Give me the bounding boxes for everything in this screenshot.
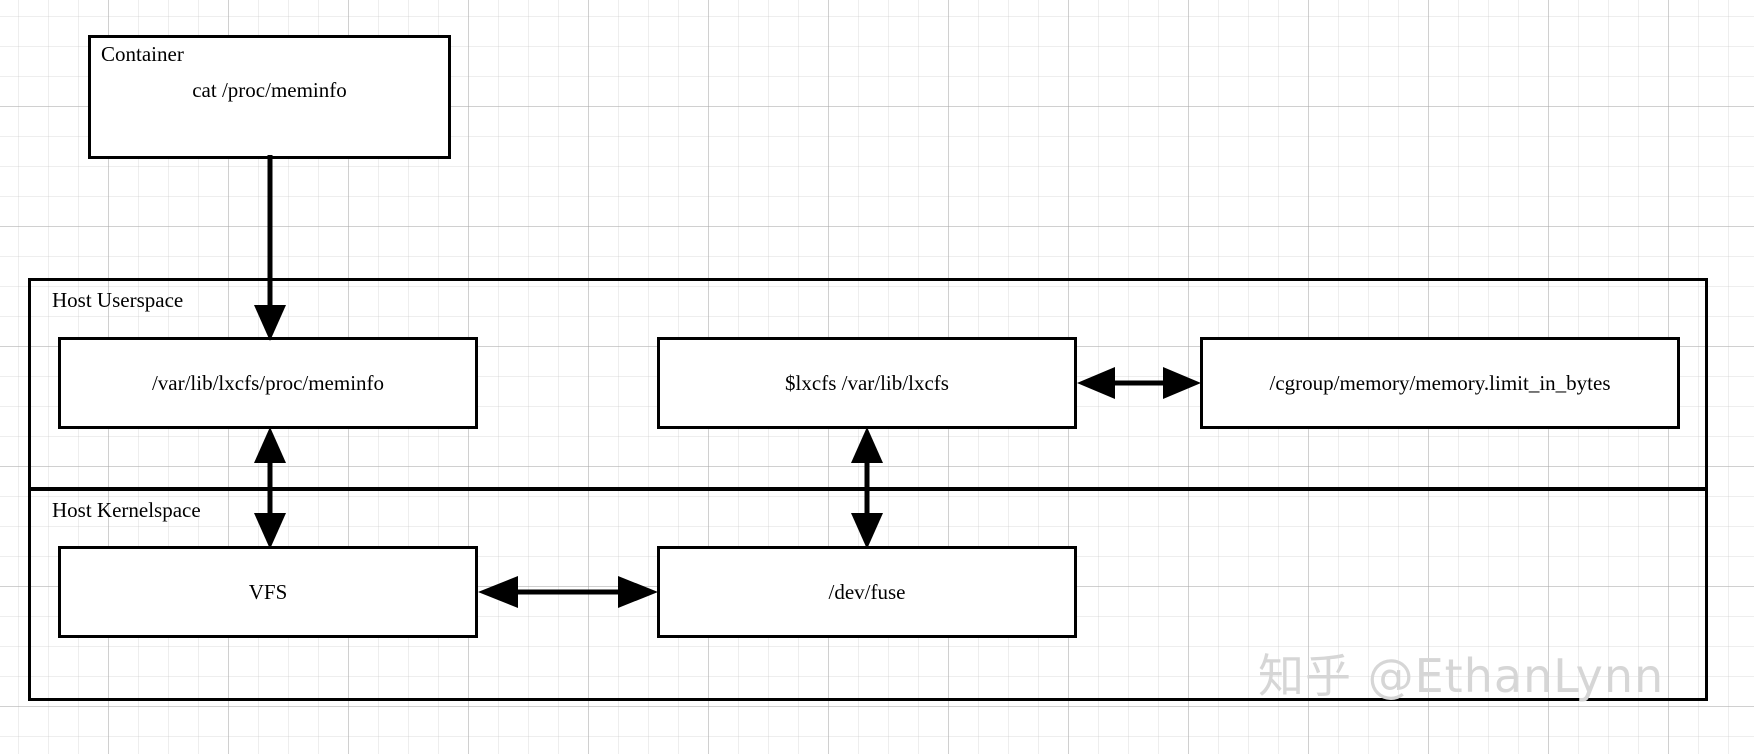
cgroup-limit-box[interactable]: /cgroup/memory/memory.limit_in_bytes [1200, 337, 1680, 429]
dev-fuse-box[interactable]: /dev/fuse [657, 546, 1077, 638]
host-userspace-label: Host Userspace [52, 288, 184, 312]
lxcfs-meminfo-label: /var/lib/lxcfs/proc/meminfo [151, 370, 385, 395]
vfs-label: VFS [248, 579, 288, 604]
container-title: Container [101, 42, 184, 66]
dev-fuse-label: /dev/fuse [828, 579, 906, 604]
lxcfs-mount-label: $lxcfs /var/lib/lxcfs [785, 370, 949, 395]
container-box[interactable]: Container cat /proc/meminfo [88, 35, 451, 159]
vfs-box[interactable]: VFS [58, 546, 478, 638]
container-command: cat /proc/meminfo [192, 78, 347, 102]
cgroup-limit-label: /cgroup/memory/memory.limit_in_bytes [1269, 370, 1611, 395]
lxcfs-mount-box[interactable]: $lxcfs /var/lib/lxcfs [657, 337, 1077, 429]
lxcfs-meminfo-box[interactable]: /var/lib/lxcfs/proc/meminfo [58, 337, 478, 429]
host-kernelspace-label: Host Kernelspace [52, 498, 201, 522]
watermark-text: 知乎 @EthanLynn [1258, 649, 1665, 703]
